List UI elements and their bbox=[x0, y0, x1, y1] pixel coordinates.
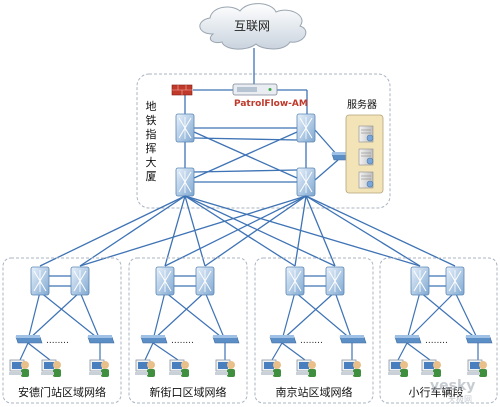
region-switch-icon bbox=[155, 266, 175, 296]
svg-text:yesky: yesky bbox=[430, 378, 475, 394]
hq-box bbox=[136, 73, 391, 209]
region-label: 小行车辆段 bbox=[409, 385, 464, 399]
internet-cloud: 互联网 bbox=[199, 3, 307, 50]
core-switch-icon bbox=[296, 113, 316, 143]
workstation-icon bbox=[387, 359, 409, 378]
workstation-icon bbox=[466, 359, 488, 378]
watermark: yesky 天极网 bbox=[430, 378, 475, 404]
svg-text:铁: 铁 bbox=[146, 114, 157, 127]
workstation-icon bbox=[134, 359, 156, 378]
ellipsis: ........ bbox=[300, 336, 323, 346]
svg-text:厦: 厦 bbox=[146, 170, 157, 183]
firewall-icon bbox=[171, 84, 193, 96]
workstation-icon bbox=[420, 359, 442, 378]
server-icon bbox=[358, 171, 374, 189]
core-switch-icon bbox=[296, 167, 316, 197]
region-boxes bbox=[2, 257, 498, 404]
region-switch-icon bbox=[30, 266, 50, 296]
region-switch-icon bbox=[445, 266, 465, 296]
internet-label: 互联网 bbox=[234, 19, 270, 33]
svg-text:大: 大 bbox=[146, 155, 157, 169]
access-switch-icon bbox=[339, 334, 367, 344]
patrolflow-label: PatrolFlow-AM bbox=[234, 99, 308, 109]
access-switch-icon bbox=[87, 334, 115, 344]
ellipsis: ........ bbox=[46, 336, 69, 346]
svg-text:天极网: 天极网 bbox=[448, 394, 472, 404]
patrolflow-appliance-icon bbox=[232, 83, 278, 96]
region-switch-icon bbox=[195, 266, 215, 296]
access-switch-icon bbox=[394, 334, 422, 344]
workstation-icon bbox=[260, 359, 282, 378]
access-switch-icon bbox=[212, 334, 240, 344]
workstation-icon bbox=[340, 359, 362, 378]
hq-label: 地 铁 指 挥 大 厦 bbox=[146, 100, 157, 183]
ellipsis: ........ bbox=[425, 336, 448, 346]
workstation-icon bbox=[8, 359, 30, 378]
region-label: 安德门站区域网络 bbox=[18, 385, 106, 399]
region-switch-icon bbox=[285, 266, 305, 296]
server-group-label: 服务器 bbox=[347, 98, 377, 111]
hq-links bbox=[184, 48, 363, 183]
core-switch-icon bbox=[175, 167, 195, 197]
svg-text:挥: 挥 bbox=[146, 142, 157, 155]
access-switch-icon bbox=[15, 334, 43, 344]
workstation-icon bbox=[40, 359, 62, 378]
server-icon bbox=[358, 148, 374, 166]
svg-text:指: 指 bbox=[146, 127, 157, 141]
region-switch-icon bbox=[70, 266, 90, 296]
region-links bbox=[19, 275, 479, 361]
region-switch-icon bbox=[325, 266, 345, 296]
workstation-icon bbox=[214, 359, 236, 378]
core-switch-icon bbox=[175, 113, 195, 143]
workstation-icon bbox=[88, 359, 110, 378]
server-icon bbox=[358, 125, 374, 143]
access-switch-icon bbox=[269, 334, 297, 344]
workstation-icon bbox=[295, 359, 317, 378]
region-switch-icon bbox=[410, 266, 430, 296]
svg-text:地: 地 bbox=[146, 100, 157, 113]
region-label: 新街口区域网络 bbox=[150, 385, 227, 399]
ellipsis: ........ bbox=[171, 336, 194, 346]
uplinks bbox=[39, 195, 456, 267]
access-switch-icon bbox=[140, 334, 168, 344]
access-switch-icon bbox=[465, 334, 493, 344]
workstation-icon bbox=[168, 359, 190, 378]
region-label: 南京站区域网络 bbox=[276, 385, 353, 399]
